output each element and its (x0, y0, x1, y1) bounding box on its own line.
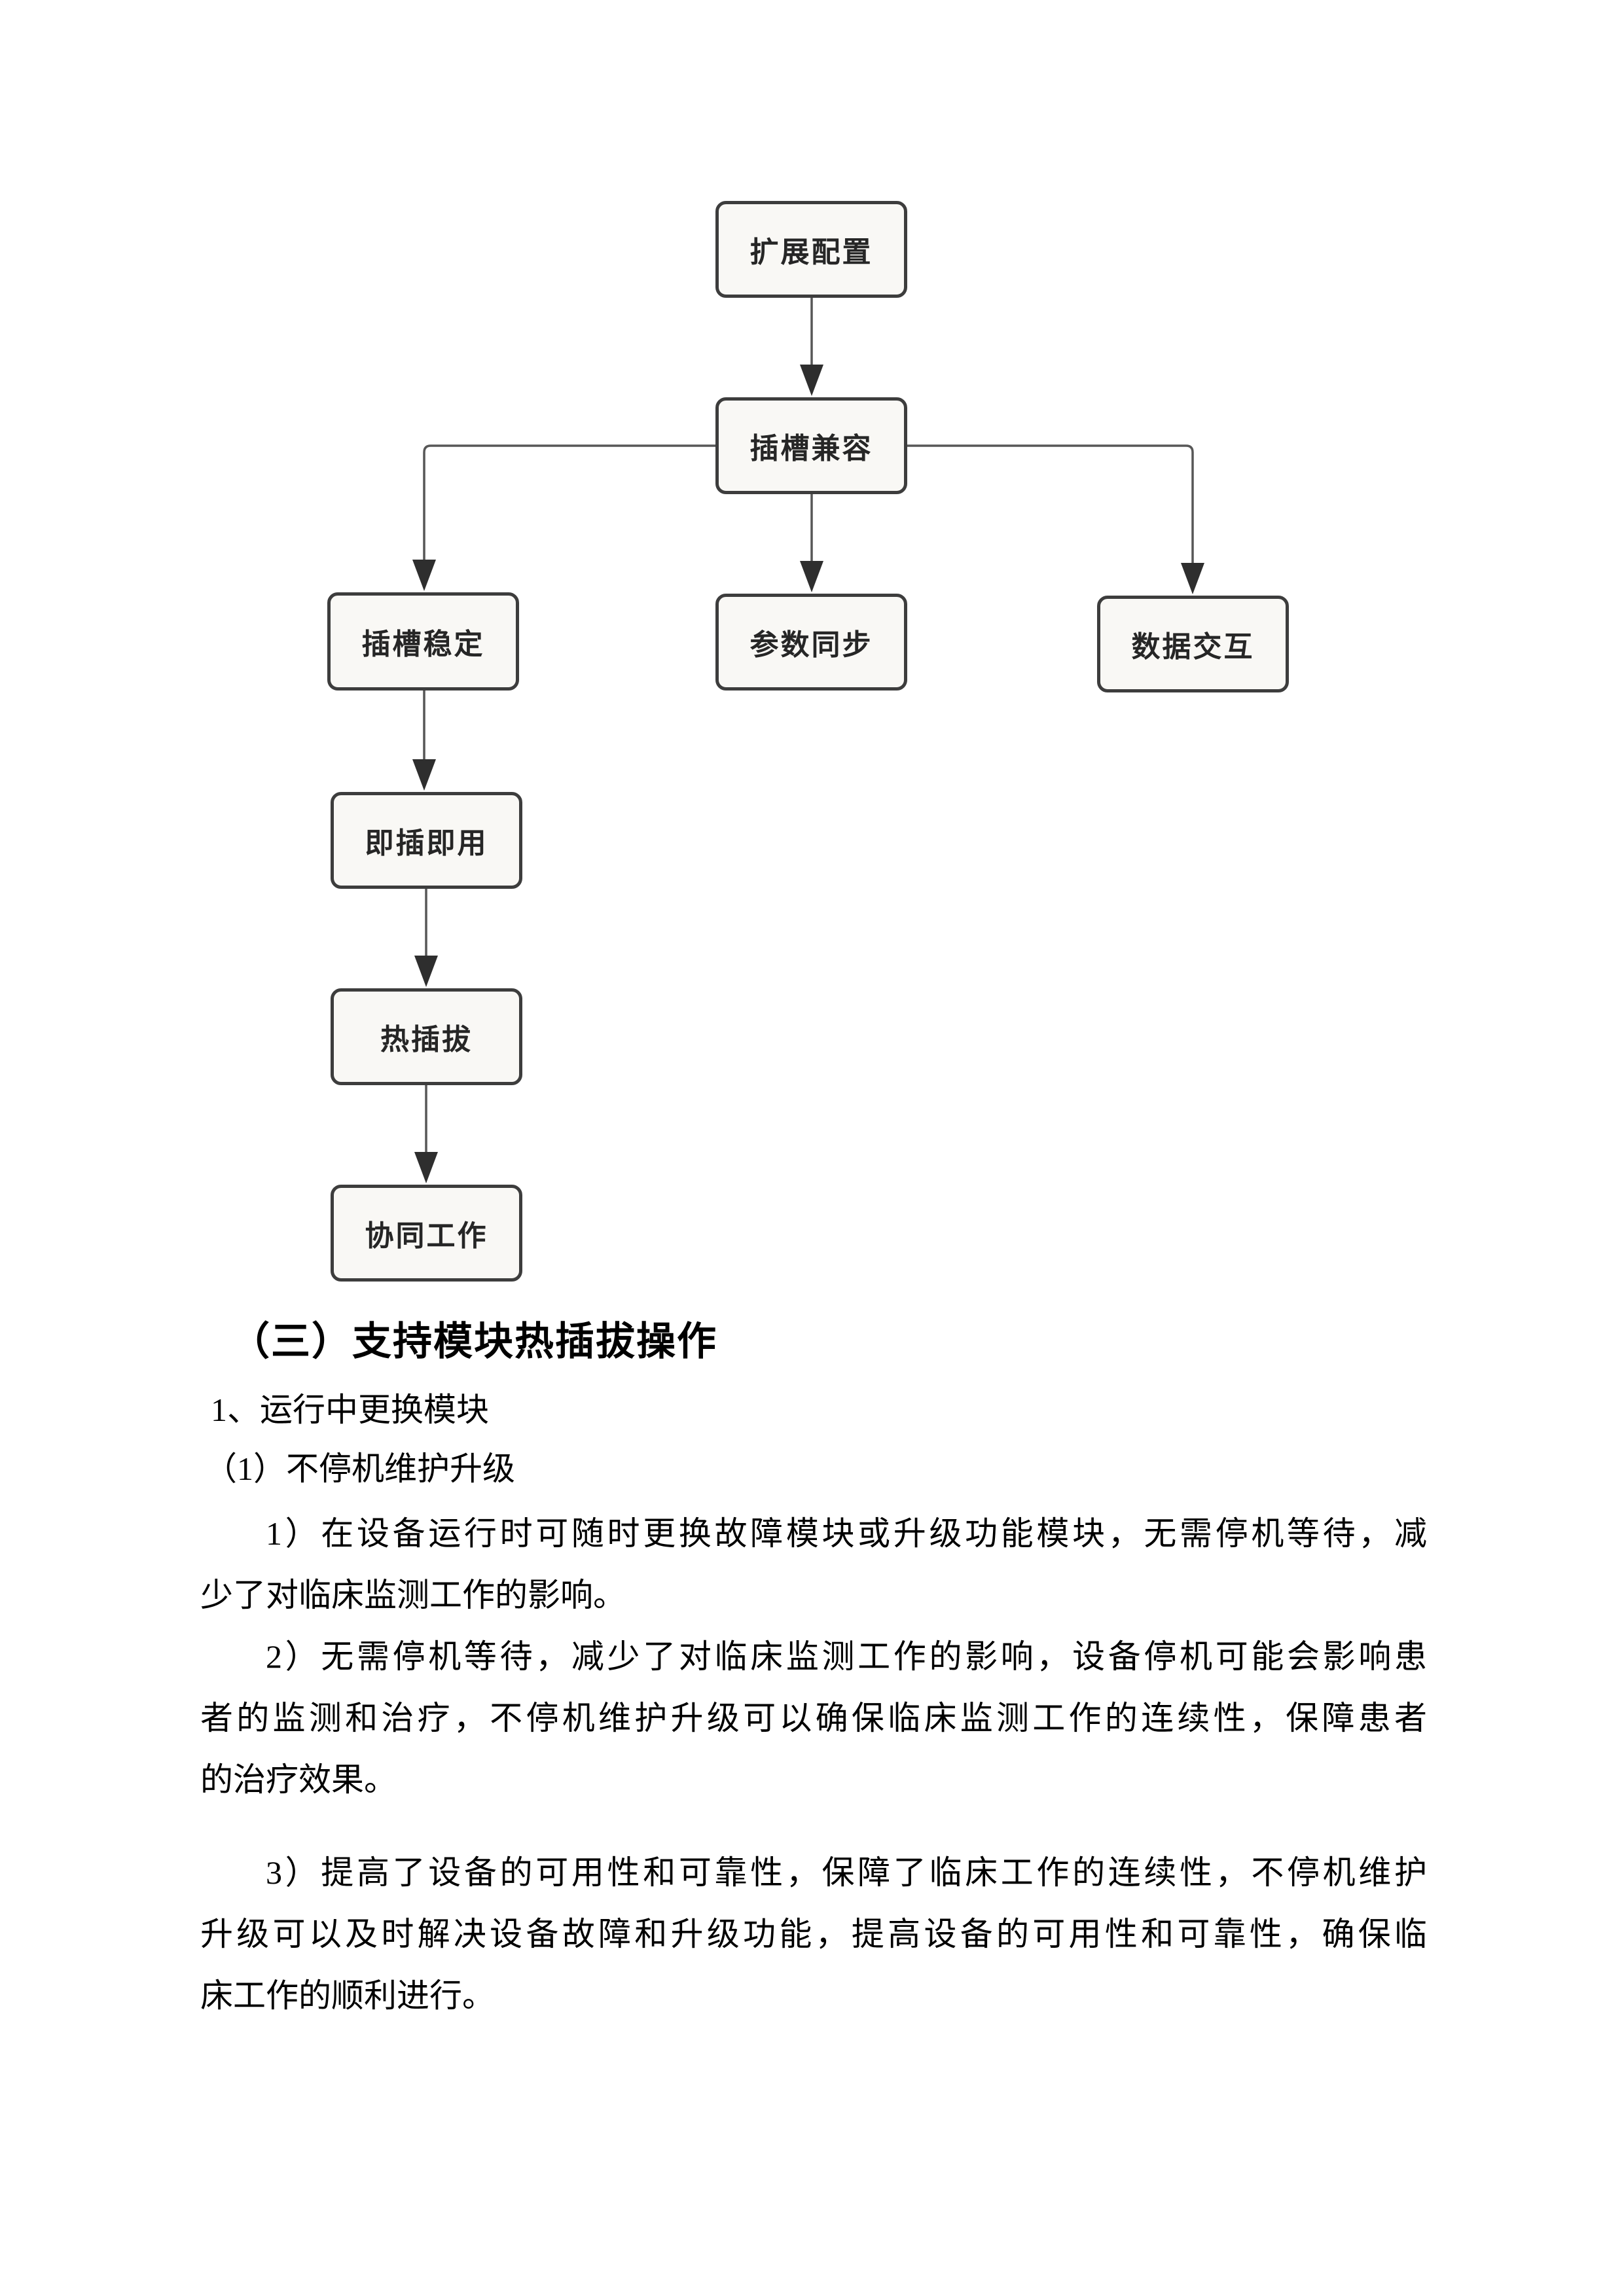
flow-node-expand-config: 扩展配置 (715, 201, 907, 298)
paragraph-line: 少了对临床监测工作的影响。 (200, 1577, 626, 1613)
paragraph-line: 床工作的顺利进行。 (200, 1977, 495, 2014)
flowchart-connectors (412, 298, 1204, 1183)
flow-node-param-sync: 参数同步 (715, 594, 907, 691)
arrow-down-icon (412, 560, 436, 591)
flow-node-label: 热插拔 (380, 1024, 473, 1056)
flow-node-label: 插槽兼容 (749, 433, 873, 465)
paragraph-line: 3）提高了设备的可用性和可靠性，保障了临床工作的连续性，不停机维护 (266, 1854, 1427, 1891)
arrow-down-icon (414, 956, 438, 987)
paragraph-line: 的治疗效果。 (200, 1761, 397, 1798)
paragraph-line: 升级可以及时解决设备故障和升级功能，提高设备的可用性和可靠性，确保临 (200, 1916, 1427, 1952)
flow-node-label: 扩展配置 (749, 236, 873, 268)
flow-node-hot-swap: 热插拔 (331, 988, 522, 1085)
arrow-down-icon (1181, 563, 1204, 594)
paragraph-line: 2）无需停机等待，减少了对临床监测工作的影响，设备停机可能会影响患 (266, 1638, 1427, 1675)
arrow-down-icon (412, 759, 436, 791)
flow-node-label: 数据交互 (1131, 631, 1255, 663)
paragraph-line: 1）在设备运行时可随时更换故障模块或升级功能模块，无需停机等待，减 (266, 1515, 1427, 1552)
list-item-level2: （1）不停机维护升级 (204, 1450, 515, 1487)
flow-node-co-work: 协同工作 (331, 1185, 522, 1282)
list-item-level1: 1、运行中更换模块 (211, 1391, 489, 1428)
flow-node-label: 协同工作 (365, 1220, 488, 1252)
flow-node-label: 参数同步 (749, 629, 873, 661)
flow-node-data-exchange: 数据交互 (1097, 596, 1289, 692)
paragraphs: 1）在设备运行时可随时更换故障模块或升级功能模块，无需停机等待，减少了对临床监测… (200, 1503, 1427, 2026)
section-heading: （三）支持模块热插拔操作 (230, 1320, 717, 1363)
flow-node-label: 即插即用 (365, 827, 488, 859)
flow-node-slot-compat: 插槽兼容 (715, 397, 907, 494)
flow-edge (907, 444, 1194, 564)
paragraph: 1）在设备运行时可随时更换故障模块或升级功能模块，无需停机等待，减少了对临床监测… (200, 1503, 1427, 1626)
paragraph-line: 者的监测和治疗，不停机维护升级可以确保临床监测工作的连续性，保障患者 (200, 1700, 1427, 1736)
flow-node-label: 插槽稳定 (361, 628, 485, 660)
arrow-down-icon (414, 1152, 438, 1183)
arrow-down-icon (800, 561, 823, 592)
paragraph: 3）提高了设备的可用性和可靠性，保障了临床工作的连续性，不停机维护升级可以及时解… (200, 1842, 1427, 2026)
flow-node-slot-stable: 插槽稳定 (327, 592, 519, 691)
flow-node-plug-and-play: 即插即用 (331, 792, 522, 889)
arrow-down-icon (800, 365, 823, 396)
paragraph: 2）无需停机等待，减少了对临床监测工作的影响，设备停机可能会影响患者的监测和治疗… (200, 1626, 1427, 1810)
flow-edge (423, 444, 715, 561)
